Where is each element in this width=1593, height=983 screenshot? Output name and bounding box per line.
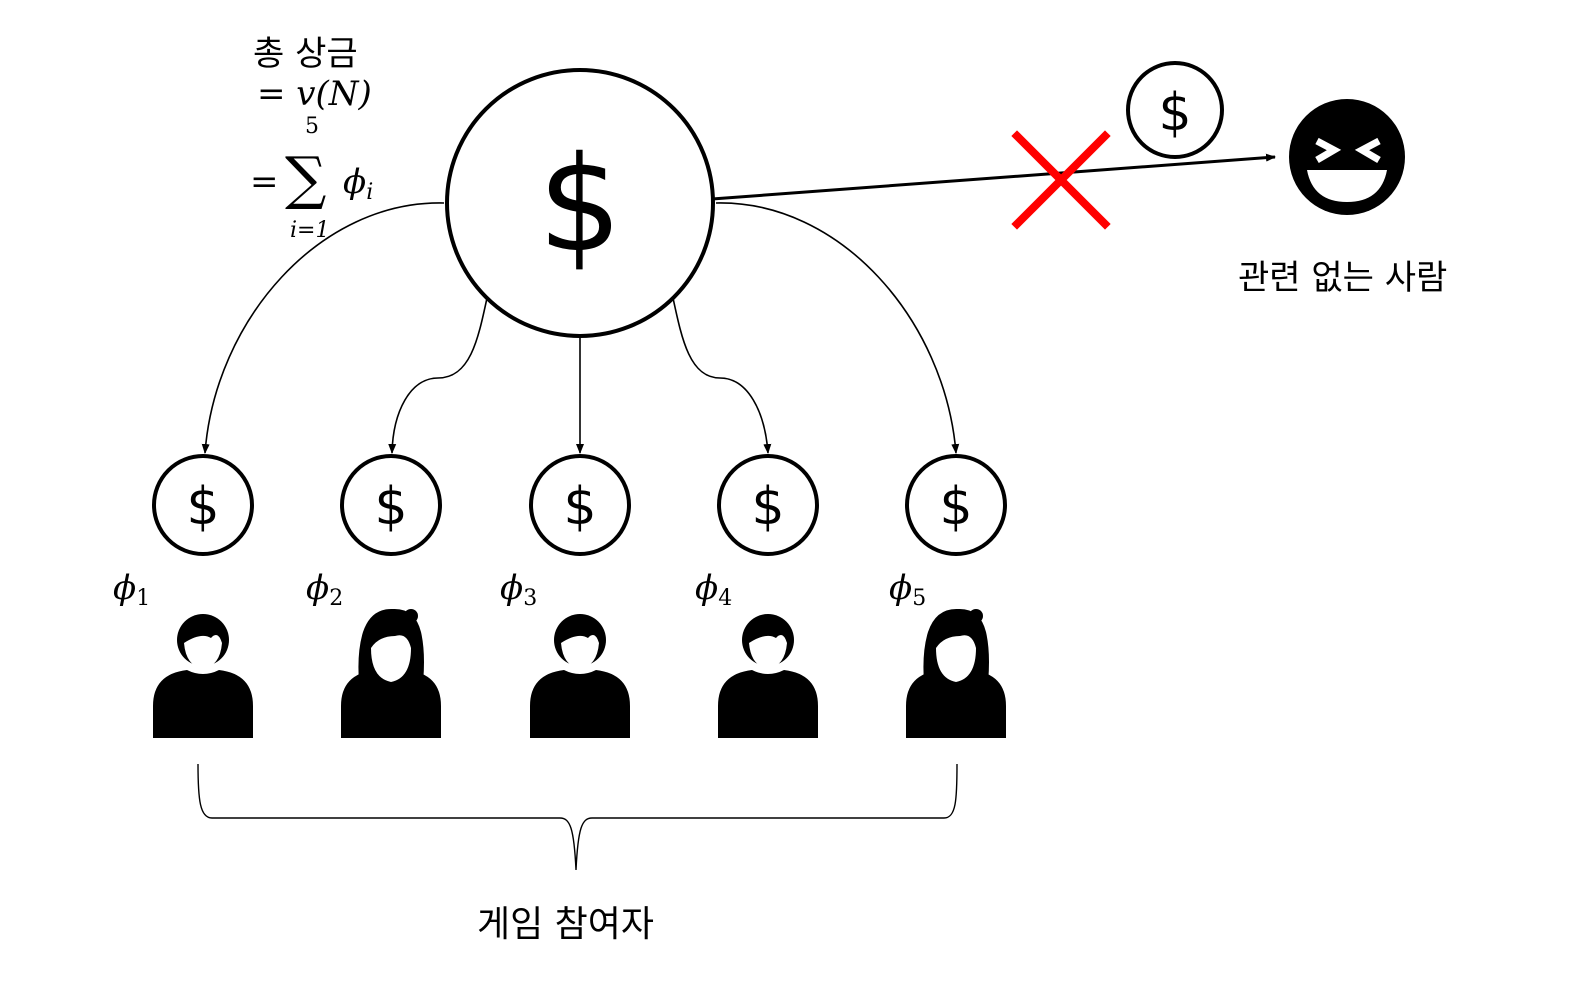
dollar-icon: $ — [538, 128, 622, 282]
sum-term-index: i — [366, 180, 374, 205]
total-prize-value-eq: = v(N) — [257, 74, 372, 114]
phi-label-3: ϕ3 — [500, 568, 538, 611]
outsider-coin: $ — [1126, 61, 1224, 159]
woman-icon — [341, 608, 441, 738]
arrow-to-player-5 — [715, 202, 960, 454]
man-icon — [718, 614, 818, 738]
arrow-to-player-4 — [672, 297, 772, 454]
sum-upper-limit: 5 — [305, 114, 319, 139]
participant-coins: $ $ $ $ $ — [152, 454, 1007, 556]
man-icon — [153, 614, 253, 738]
phi-label-4: ϕ4 — [695, 568, 733, 611]
phi-label-5: ϕ5 — [889, 568, 927, 611]
group-brace — [197, 763, 958, 871]
man-icon — [530, 614, 630, 738]
phi-label-2: ϕ2 — [306, 568, 344, 611]
total-prize-title: 총 상금 — [253, 34, 358, 74]
dollar-icon: $ — [374, 477, 407, 537]
sum-eq-sign: = — [250, 162, 279, 202]
distribution-arrows — [201, 202, 960, 454]
sum-symbol: ∑ — [285, 144, 327, 212]
participant-icons — [153, 608, 1006, 738]
participant-coin-1: $ — [152, 454, 254, 556]
participant-coin-3: $ — [529, 454, 631, 556]
arrow-to-outsider — [711, 153, 1276, 201]
phi-label-1: ϕ1 — [113, 568, 151, 611]
participant-coin-2: $ — [340, 454, 442, 556]
dollar-icon: $ — [563, 477, 596, 537]
dollar-icon: $ — [751, 477, 784, 537]
dollar-icon: $ — [186, 477, 219, 537]
dollar-icon: $ — [939, 477, 972, 537]
outsider-label: 관련 없는 사람 — [1238, 258, 1448, 298]
total-prize-coin: $ — [445, 68, 715, 338]
arrow-to-player-2 — [388, 297, 488, 454]
participant-coin-4: $ — [717, 454, 819, 556]
sum-term: ϕi — [343, 162, 374, 205]
sum-lower-limit: i=1 — [290, 218, 330, 243]
laughing-face-icon — [1289, 99, 1405, 215]
group-label: 게임 참여자 — [477, 904, 655, 945]
woman-icon — [906, 608, 1006, 738]
participant-coin-5: $ — [905, 454, 1007, 556]
reject-cross-icon — [1011, 130, 1111, 230]
arrow-to-player-1 — [201, 202, 445, 454]
dollar-icon: $ — [1158, 83, 1191, 143]
